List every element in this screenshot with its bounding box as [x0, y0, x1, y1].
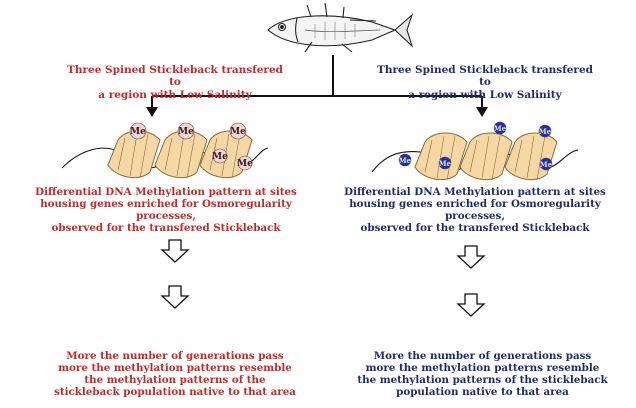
right-down-arrow-1: [456, 245, 486, 269]
left-methyl-mark-2: [177, 122, 195, 140]
right-nucleosome-2: [459, 132, 513, 181]
left-down-arrow-1: [160, 239, 190, 263]
left-methylation-line-3: observed for the transfered Stickleback: [51, 222, 281, 235]
right-methyl-mark-label-1: Me: [494, 124, 507, 133]
right-methyl-mark-5: [539, 157, 553, 171]
left-methyl-mark-1: [129, 122, 147, 140]
left-generations-line-4: stickleback population native to that ar…: [54, 386, 296, 399]
right-generations-line-2: more the methylation patterns resemble: [365, 362, 600, 375]
right-methyl-mark-4: [438, 156, 452, 170]
left-methyl-mark-label-1: Me: [130, 127, 146, 137]
left-header-line-1: Three Spined Stickleback transfered to: [67, 64, 283, 89]
right-methylation-line-2: housing genes enriched for Osmoregularit…: [349, 198, 601, 223]
stickleback-fish-icon: [267, 2, 414, 53]
left-down-arrow-2: [160, 285, 190, 309]
left-generations-line-3: the methylation patterns of the: [84, 374, 266, 387]
left-branch-arrowhead: [146, 107, 158, 117]
branch-connector: [152, 55, 482, 97]
right-nucleosome-3: [504, 132, 558, 181]
left-methyl-mark-label-3: Me: [230, 127, 246, 137]
left-generations-line-2: more the methylation patterns resemble: [58, 362, 292, 375]
left-header-line-2: a region with Low Salinity: [98, 88, 252, 101]
right-branch-arrowhead: [476, 107, 488, 117]
left-generations-text: More the number of generations pass more…: [50, 350, 300, 399]
left-methyl-mark-label-4: Me: [212, 152, 228, 162]
right-generations-line-1: More the number of generations pass: [373, 350, 592, 362]
right-methyl-mark-label-5: Me: [540, 160, 553, 169]
right-header-line-2: a region with Low Salinity: [408, 88, 562, 101]
left-methyl-mark-label-5: Me: [237, 159, 253, 169]
right-methyl-mark-3: [398, 153, 412, 167]
right-methyl-mark-2: [538, 124, 552, 138]
right-generations-line-4: population native to that area: [396, 386, 569, 399]
left-methyl-mark-label-2: Me: [178, 127, 194, 137]
right-methyl-mark-1: [493, 121, 507, 135]
left-generations-line-1: More the number of generations pass: [66, 350, 284, 362]
right-header: Three Spined Stickleback transfered to a…: [370, 64, 600, 101]
left-methyl-mark-3: [229, 122, 247, 140]
right-methylation-line-1: Differential DNA Methylation pattern at …: [344, 186, 606, 198]
left-methyl-mark-5: [237, 155, 253, 171]
right-nucleosome-1: [414, 132, 468, 181]
right-generations-line-3: the methylation patterns of the stickleb…: [357, 374, 608, 387]
right-methylation-line-3: observed for the transfered Stickleback: [360, 222, 590, 235]
left-methylation-line-1: Differential DNA Methylation pattern at …: [35, 186, 297, 198]
left-methylation-text: Differential DNA Methylation pattern at …: [16, 186, 316, 235]
right-methylation-text: Differential DNA Methylation pattern at …: [325, 186, 625, 235]
right-generations-text: More the number of generations pass more…: [355, 350, 610, 399]
left-nucleosome-2: [154, 130, 208, 179]
right-methyl-mark-label-3: Me: [399, 156, 412, 165]
left-header: Three Spined Stickleback transfered to a…: [60, 64, 290, 101]
right-down-arrow-2: [456, 293, 486, 317]
right-header-line-1: Three Spined Stickleback transfered to: [377, 64, 593, 89]
left-methylation-line-2: housing genes enriched for Osmoregularit…: [40, 198, 292, 223]
left-methyl-mark-4: [212, 148, 228, 164]
right-methyl-mark-label-2: Me: [539, 127, 552, 136]
right-methyl-mark-label-4: Me: [439, 159, 452, 168]
